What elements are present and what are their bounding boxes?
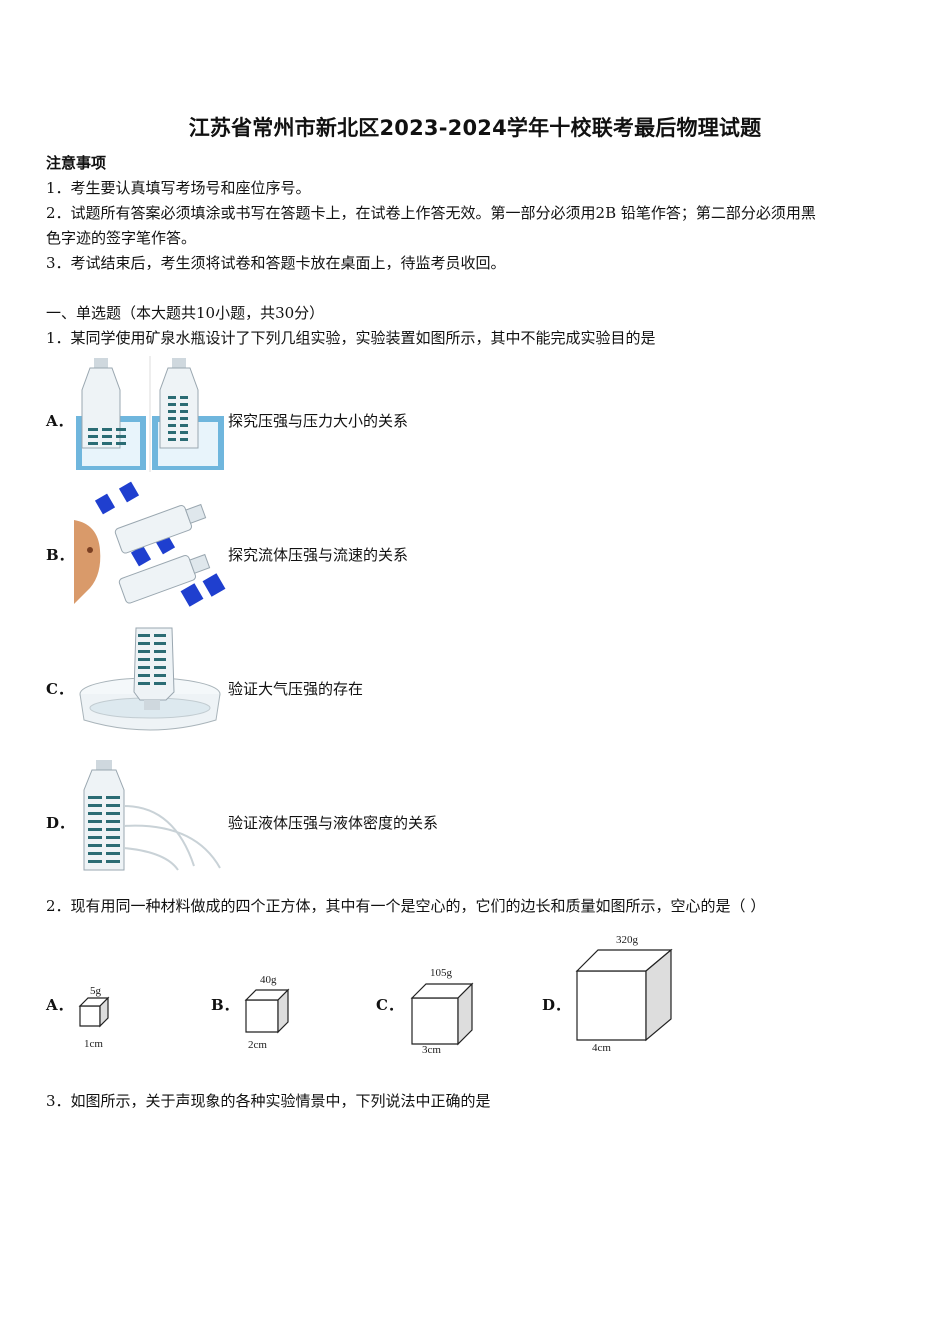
blowing-between-bottles-figure bbox=[74, 481, 226, 607]
inverted-bottle-in-dish-figure bbox=[79, 627, 221, 731]
q1-option-c-text: 验证大气压强的存在 bbox=[228, 680, 364, 698]
q1-option-d-letter: D． bbox=[46, 814, 75, 832]
cube-a-figure bbox=[78, 996, 110, 1028]
section-heading: 一、单选题（本大题共10小题，共30分） bbox=[46, 304, 325, 322]
cube-c-edge: 3cm bbox=[422, 1044, 441, 1056]
cube-b-mass: 40g bbox=[260, 974, 277, 986]
notice-item-2-cont: 色字迹的签字笔作答。 bbox=[46, 229, 197, 247]
q2-option-d-letter: D． bbox=[542, 996, 571, 1014]
notice-item-1: 1．考生要认真填写考场号和座位序号。 bbox=[46, 179, 311, 197]
q1-option-a-letter: A． bbox=[46, 412, 73, 430]
cube-a-mass: 5g bbox=[90, 985, 101, 997]
cube-d-mass: 320g bbox=[616, 934, 638, 946]
q1-option-b-letter: B． bbox=[46, 546, 74, 564]
q2-option-a-letter: A． bbox=[46, 996, 73, 1014]
question-1-stem: 1．某同学使用矿泉水瓶设计了下列几组实验，实验装置如图所示，其中不能完成实验目的… bbox=[46, 329, 656, 347]
notice-heading: 注意事项 bbox=[46, 154, 107, 172]
question-3-stem: 3．如图所示，关于声现象的各种实验情景中，下列说法中正确的是 bbox=[46, 1092, 491, 1110]
bottle-with-water-jets-figure bbox=[83, 760, 221, 871]
notice-item-2: 2．试题所有答案必须填涂或书写在答题卡上，在试卷上作答无效。第一部分必须用2B … bbox=[46, 204, 816, 222]
cube-c-figure bbox=[410, 982, 474, 1046]
cube-d-edge: 4cm bbox=[592, 1042, 611, 1054]
q2-option-c-letter: C． bbox=[376, 996, 403, 1014]
cube-c-mass: 105g bbox=[430, 967, 452, 979]
notice-item-3: 3．考试结束后，考生须将试卷和答题卡放在桌面上，待监考员收回。 bbox=[46, 254, 506, 272]
bottles-on-sponge-figure bbox=[76, 356, 224, 472]
page-title: 江苏省常州市新北区2023-2024学年十校联考最后物理试题 bbox=[188, 116, 762, 140]
cube-b-edge: 2cm bbox=[248, 1039, 267, 1051]
q1-option-d-text: 验证液体压强与液体密度的关系 bbox=[228, 814, 439, 832]
question-2-stem: 2．现有用同一种材料做成的四个正方体，其中有一个是空心的，它们的边长和质量如图所… bbox=[46, 897, 766, 915]
cube-b-figure bbox=[244, 988, 290, 1034]
q1-option-b-text: 探究流体压强与流速的关系 bbox=[228, 546, 409, 564]
q1-option-a-text: 探究压强与压力大小的关系 bbox=[228, 412, 409, 430]
q2-option-b-letter: B． bbox=[211, 996, 239, 1014]
cube-a-edge: 1cm bbox=[84, 1038, 103, 1050]
cube-d-figure bbox=[575, 948, 673, 1042]
q1-option-c-letter: C． bbox=[46, 680, 73, 698]
